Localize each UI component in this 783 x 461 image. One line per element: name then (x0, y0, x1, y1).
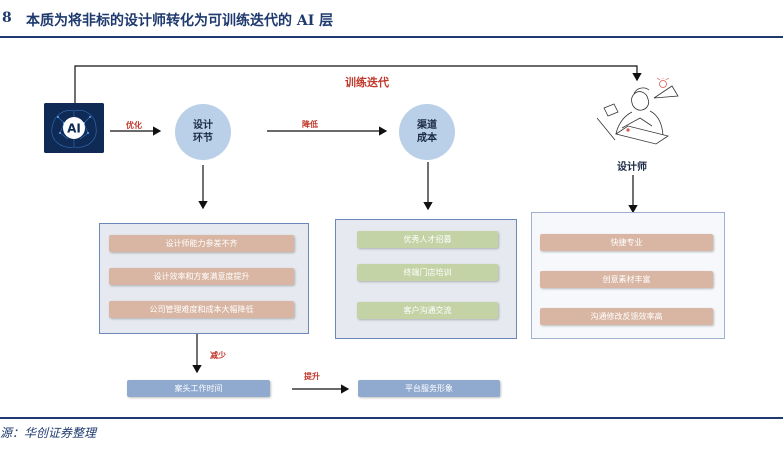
designer-benefit-item: 快捷专业 (540, 234, 713, 251)
designer-benefit-item: 沟通修改反馈效率高 (540, 308, 713, 325)
designer-benefits-panel: 快捷专业 创意素材丰富 沟通修改反馈效率高 (531, 212, 725, 339)
designer-label: 设计师 (617, 162, 647, 173)
reduce-cost-label: 降低 (302, 120, 318, 129)
design-issue-item: 公司管理难度和成本大幅降低 (109, 301, 294, 318)
design-node-line2: 环节 (193, 133, 213, 144)
designer-benefit-item: 创意素材丰富 (540, 271, 713, 288)
channel-items-panel: 优秀人才招募 终端门店培训 客户沟通交流 (335, 219, 517, 339)
reduce-label: 减少 (210, 351, 226, 360)
channel-item: 客户沟通交流 (357, 302, 498, 319)
improve-label: 提升 (304, 372, 320, 381)
desk-time-box: 案头工作时间 (127, 380, 270, 397)
design-issues-panel: 设计师能力参差不齐 设计效率和方案满意度提升 公司管理难度和成本大幅降低 (99, 223, 309, 334)
channel-cost-node: 渠道 成本 (399, 104, 455, 160)
designer-illustration-icon (592, 77, 682, 156)
loop-label: 训练迭代 (345, 76, 389, 89)
design-node-line1: 设计 (193, 120, 213, 131)
figure-number: 8 (2, 10, 12, 26)
channel-node-line1: 渠道 (417, 120, 437, 131)
loop-arrow (74, 65, 642, 103)
design-issue-item: 设计效率和方案满意度提升 (109, 268, 294, 285)
bottom-rule (0, 417, 783, 419)
figure-title: 8 本质为将非标的设计师转化为可训练迭代的 AI 层 (0, 6, 783, 32)
top-rule (0, 36, 783, 38)
ai-logo-text: AI (67, 122, 81, 136)
ai-brain-icon: AI (44, 103, 104, 153)
optimize-label: 优化 (126, 121, 142, 130)
source-note: 源：华创证券整理 (0, 426, 97, 440)
channel-node-line2: 成本 (417, 133, 437, 144)
channel-item: 终端门店培训 (357, 264, 498, 281)
figure-title-text: 本质为将非标的设计师转化为可训练迭代的 AI 层 (26, 13, 334, 29)
design-node: 设计 环节 (175, 104, 231, 160)
channel-item: 优秀人才招募 (357, 231, 498, 248)
service-image-box: 平台服务形象 (358, 380, 500, 397)
design-issue-item: 设计师能力参差不齐 (109, 235, 294, 252)
